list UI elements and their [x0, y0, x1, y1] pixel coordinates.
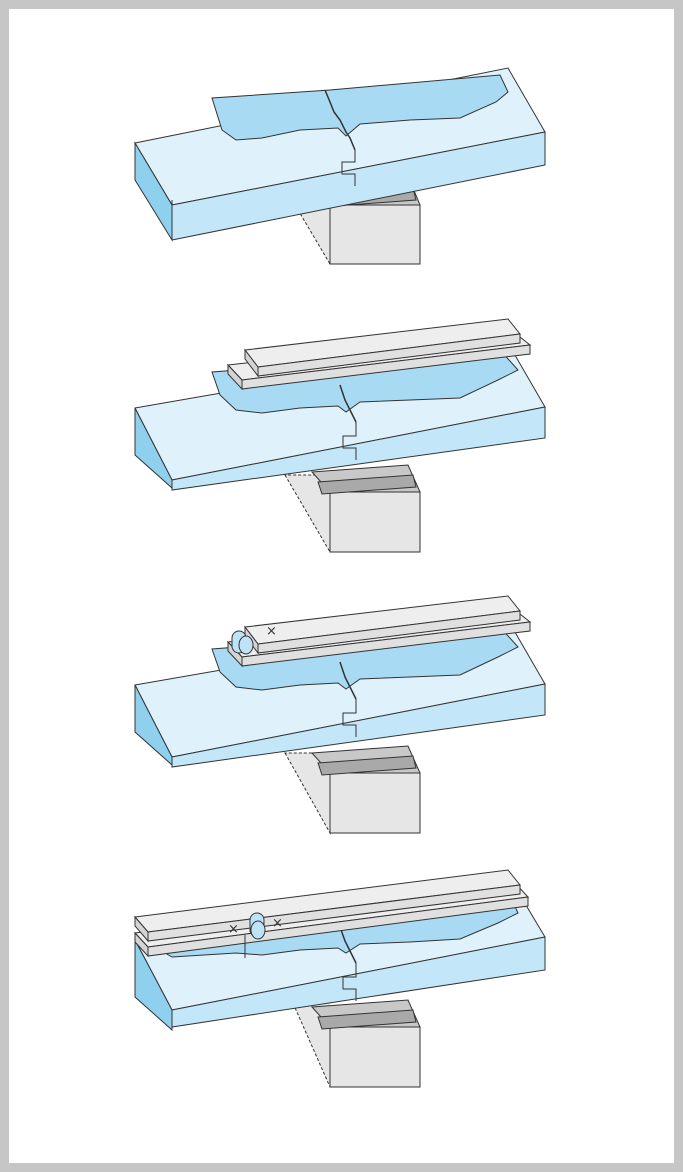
x-mark: × — [266, 624, 277, 639]
board-lower-end — [227, 363, 243, 391]
roller-end — [250, 920, 266, 940]
step-4-panel: × × — [0, 855, 683, 1145]
step-2-illustration — [134, 318, 546, 554]
step-3-illustration: × — [134, 595, 546, 835]
step-2-panel — [0, 310, 683, 600]
crack-front — [342, 699, 357, 737]
support-stripe — [317, 474, 417, 495]
support-front — [329, 204, 421, 265]
support-front — [329, 772, 421, 834]
support-stripe — [317, 1009, 417, 1030]
water-area — [211, 626, 519, 691]
board-upper-end — [134, 915, 149, 943]
support-front — [329, 491, 421, 553]
x-mark-left: × — [228, 922, 239, 937]
board-lower-end — [134, 931, 149, 958]
step-4-illustration: × × — [133, 869, 546, 1088]
crack-line — [324, 89, 356, 151]
slab-front — [171, 131, 546, 241]
slab-front — [171, 406, 546, 491]
crack-front — [342, 422, 357, 460]
slab-front — [171, 683, 546, 768]
water-area — [211, 349, 519, 414]
step-3-panel: × — [0, 585, 683, 875]
step-1-illustration — [134, 67, 546, 266]
step-1-panel — [0, 40, 683, 330]
crack-front — [341, 150, 356, 186]
crack-line — [339, 661, 357, 700]
slab-front — [171, 936, 546, 1028]
board-upper-end — [244, 348, 259, 378]
support-front — [329, 1026, 421, 1088]
crack-line — [339, 926, 357, 964]
crack-front — [342, 963, 357, 1001]
slab-side — [134, 939, 173, 1032]
crack-line — [339, 384, 357, 423]
x-mark-right: × — [272, 916, 283, 931]
support-stripe — [317, 755, 417, 776]
roller-end — [238, 635, 254, 655]
water-area — [211, 74, 509, 141]
